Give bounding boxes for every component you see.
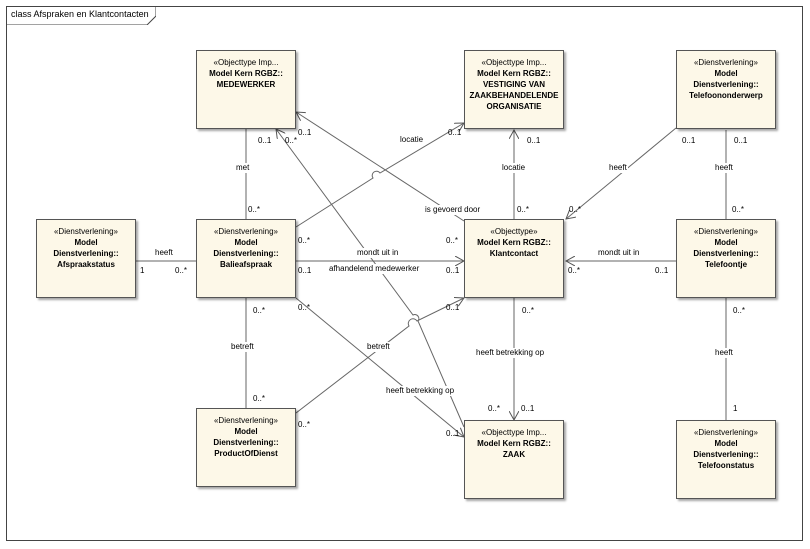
assoc-telefoononderwerp-klantcontact: [566, 127, 677, 219]
class-stereotype: «Objecttype Imp...: [481, 428, 547, 437]
assoc-label: betreft: [230, 342, 255, 352]
multiplicity: 0..*: [253, 394, 266, 403]
multiplicity: 0..1: [527, 136, 541, 145]
multiplicity: 0..1: [734, 136, 748, 145]
assoc-label: is gevoerd door: [424, 205, 482, 215]
assoc-label: heeft betrekking op: [475, 348, 546, 358]
class-name: Model Dienstverlening:: Telefoononderwer…: [689, 69, 763, 100]
multiplicity: 0..*: [175, 266, 188, 275]
class-name: Model Dienstverlening:: Balieafspraak: [213, 238, 279, 269]
assoc-label: heeft: [154, 248, 174, 258]
assoc-label: locatie: [501, 163, 527, 173]
multiplicity: 0..*: [285, 136, 298, 145]
multiplicity: 0..1: [448, 128, 462, 137]
multiplicity: 1: [733, 404, 738, 413]
assoc-label: mondt uit in: [597, 248, 641, 258]
multiplicity: 0..1: [682, 136, 696, 145]
multiplicity: 0..*: [517, 205, 530, 214]
frame-title: class Afspraken en Klantcontacten: [11, 9, 149, 19]
diagram-frame: [6, 6, 803, 541]
multiplicity: 0..*: [253, 306, 266, 315]
class-stereotype: «Objecttype Imp...: [213, 58, 279, 67]
multiplicity: 0..*: [568, 266, 581, 275]
class-medewerker[interactable]: «Objecttype Imp... Model Kern RGBZ:: MED…: [196, 50, 296, 129]
class-afspraakstatus[interactable]: «Dienstverlening» Model Dienstverlening:…: [36, 219, 136, 298]
class-stereotype: «Dienstverlening»: [693, 58, 759, 67]
class-stereotype: «Dienstverlening»: [693, 227, 759, 236]
class-klantcontact[interactable]: «Objecttype» Model Kern RGBZ:: Klantcont…: [464, 219, 564, 298]
class-stereotype: «Objecttype»: [490, 227, 538, 236]
class-name: Model Kern RGBZ:: ZAAK: [477, 439, 551, 459]
assoc-label: afhandelend medewerker: [328, 264, 421, 274]
class-name: Model Dienstverlening:: ProductOfDienst: [213, 427, 279, 458]
class-stereotype: «Dienstverlening»: [693, 428, 759, 437]
class-stereotype: «Dienstverlening»: [53, 227, 119, 236]
multiplicity: 0..1: [258, 136, 272, 145]
class-productofdienst[interactable]: «Dienstverlening» Model Dienstverlening:…: [196, 408, 296, 487]
multiplicity: 0..*: [522, 306, 535, 315]
multiplicity: 0..*: [248, 205, 261, 214]
multiplicity: 0..*: [298, 420, 311, 429]
multiplicity: 0..1: [655, 266, 669, 275]
assoc-label: mondt uit in: [356, 248, 400, 258]
frame-tab-shape: [6, 6, 156, 25]
multiplicity: 0..1: [521, 404, 535, 413]
assoc-label: heeft: [714, 163, 734, 173]
class-name: Model Dienstverlening:: Telefoontje: [693, 238, 759, 269]
class-stereotype: «Objecttype Imp...: [481, 58, 547, 67]
multiplicity: 0..*: [569, 205, 582, 214]
assoc-label: heeft: [714, 348, 734, 358]
class-stereotype: «Dienstverlening»: [213, 416, 279, 425]
multiplicity: 0..1: [298, 266, 312, 275]
multiplicity: 0..*: [298, 303, 311, 312]
assoc-balieafspraak-vestiging: [295, 123, 464, 228]
class-telefoonstatus[interactable]: «Dienstverlening» Model Dienstverlening:…: [676, 420, 776, 499]
class-telefoontje[interactable]: «Dienstverlening» Model Dienstverlening:…: [676, 219, 776, 298]
multiplicity: 0..*: [446, 236, 459, 245]
assoc-productofdienst-klantcontact: [295, 298, 464, 414]
class-name: Model Kern RGBZ:: MEDEWERKER: [209, 69, 283, 89]
class-name: Model Dienstverlening:: Afspraakstatus: [53, 238, 119, 269]
assoc-label: betreft: [366, 342, 391, 352]
class-zaak[interactable]: «Objecttype Imp... Model Kern RGBZ:: ZAA…: [464, 420, 564, 499]
multiplicity: 0..*: [298, 236, 311, 245]
assoc-label: met: [235, 163, 251, 173]
class-name: Model Dienstverlening:: Telefoonstatus: [693, 439, 759, 470]
class-stereotype: «Dienstverlening»: [213, 227, 279, 236]
assoc-label: locatie: [399, 135, 425, 145]
multiplicity: 0..1: [446, 303, 460, 312]
assoc-balieafspraak-zaak: [295, 297, 464, 437]
multiplicity: 1: [140, 266, 145, 275]
class-telefoononderwerp[interactable]: «Dienstverlening» Model Dienstverlening:…: [676, 50, 776, 129]
multiplicity: 0..*: [733, 306, 746, 315]
assoc-label: heeft betrekking op: [385, 386, 456, 396]
assoc-klantcontact-medewerker: [296, 112, 465, 222]
class-name: Model Kern RGBZ:: Klantcontact: [477, 238, 551, 258]
multiplicity: 0..1: [298, 128, 312, 137]
multiplicity: 0..*: [732, 205, 745, 214]
assoc-klantcontact-afhandelend-medewerker: [276, 129, 465, 428]
multiplicity: 0..1: [446, 266, 460, 275]
multiplicity: 0..1: [446, 429, 460, 438]
frame-tab: class Afspraken en Klantcontacten: [6, 6, 156, 25]
class-name: Model Kern RGBZ:: VESTIGING VAN ZAAKBEHA…: [469, 69, 559, 111]
class-vestiging[interactable]: «Objecttype Imp... Model Kern RGBZ:: VES…: [464, 50, 564, 129]
assoc-label: heeft: [608, 163, 628, 173]
multiplicity: 0..*: [488, 404, 501, 413]
class-balieafspraak[interactable]: «Dienstverlening» Model Dienstverlening:…: [196, 219, 296, 298]
